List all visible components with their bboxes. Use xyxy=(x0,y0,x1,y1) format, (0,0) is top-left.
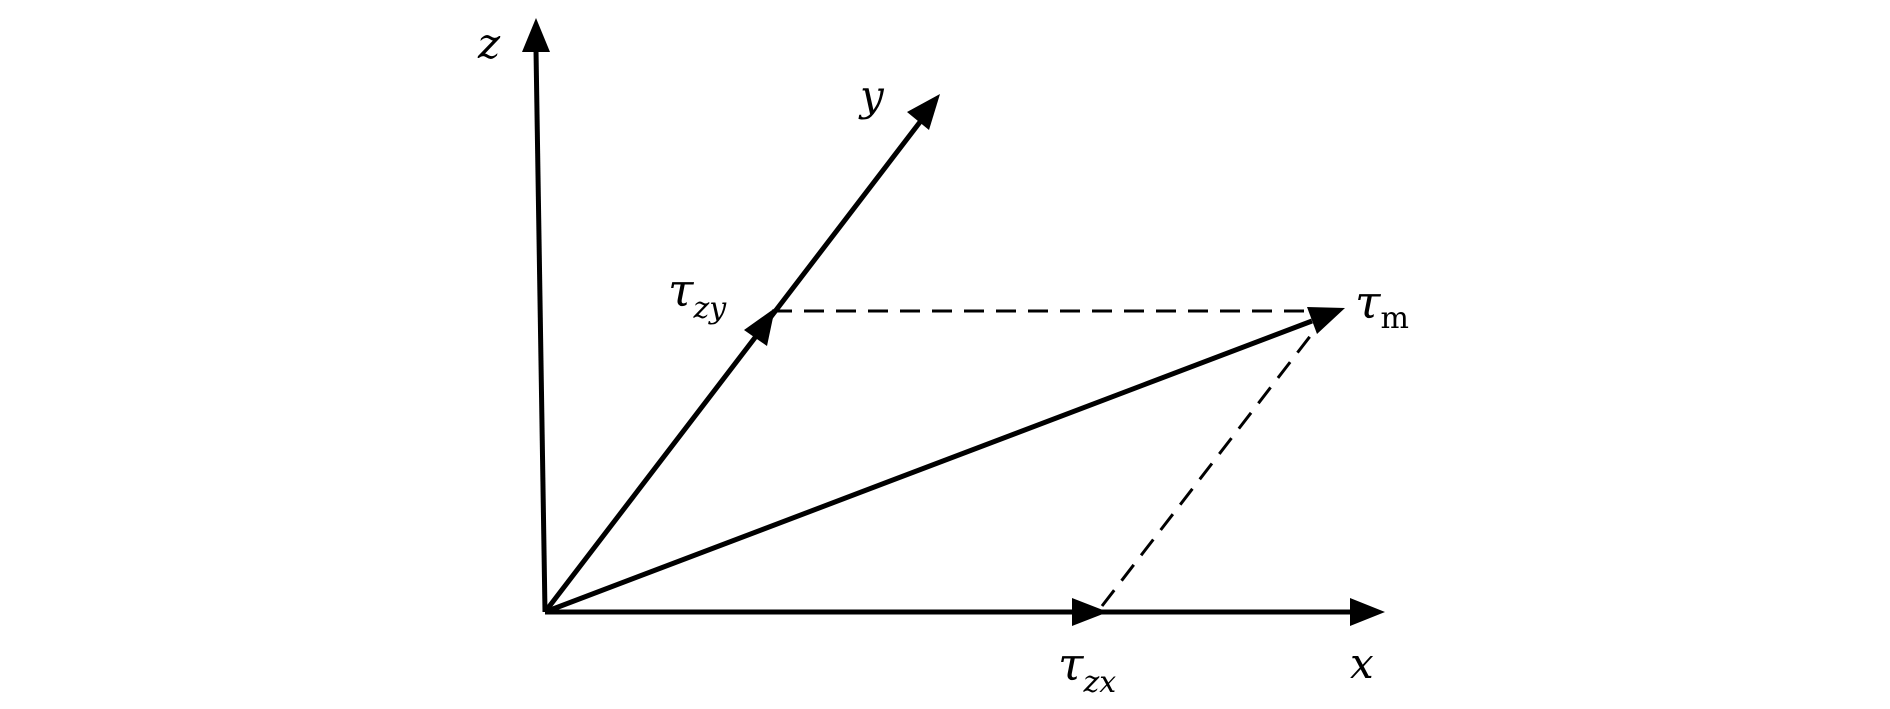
tau-m-symbol: τ xyxy=(1355,275,1382,329)
tau-zy-subscript: zy xyxy=(692,291,727,326)
tau-zy-symbol: τ xyxy=(668,263,695,317)
z-axis-arrowhead xyxy=(522,18,550,52)
tau-zx-symbol: τ xyxy=(1058,637,1085,691)
tau-zy-arrowhead xyxy=(744,308,775,346)
tau-zx-arrowhead xyxy=(1072,598,1108,626)
tau-zx-label: τzx xyxy=(1058,637,1116,700)
dashed-line-tau-zx-to-tau-m xyxy=(1100,325,1320,607)
y-axis xyxy=(543,120,922,614)
tau-zx-subscript: zx xyxy=(1082,665,1116,700)
x-axis-label: x xyxy=(1350,639,1374,688)
tau-m-subscript: m xyxy=(1380,301,1408,336)
x-axis-arrowhead xyxy=(1350,598,1385,626)
tau-m-label: τm xyxy=(1355,275,1409,336)
tau-m-vector xyxy=(544,318,1313,615)
y-axis-arrowhead xyxy=(907,94,940,130)
z-axis xyxy=(533,49,548,613)
tau-zy-label: τzy xyxy=(668,263,727,326)
z-axis-label: z xyxy=(477,19,501,68)
y-axis-label: y xyxy=(858,71,885,120)
tau-m-arrowhead xyxy=(1307,307,1345,334)
